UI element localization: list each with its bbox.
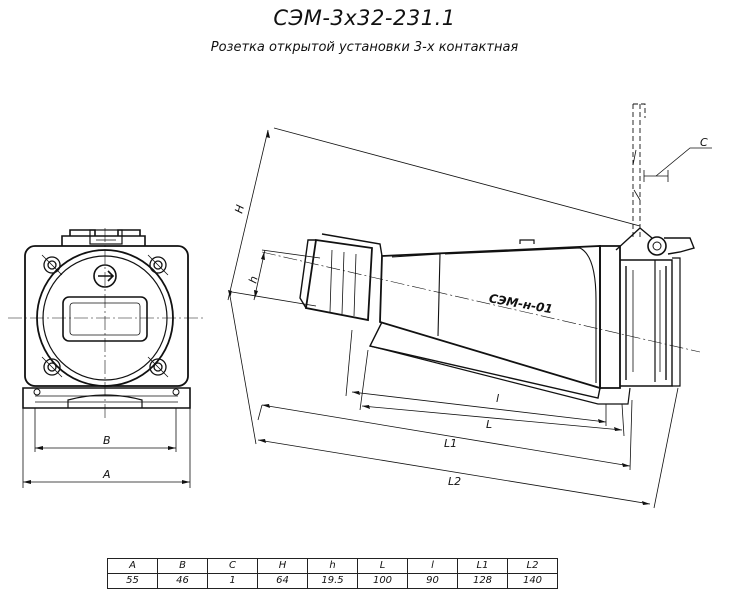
table-value-cell: 100 bbox=[357, 573, 408, 589]
cable-gland bbox=[304, 238, 373, 322]
side-view-mount-plate bbox=[599, 245, 621, 389]
body-marking: СЭМ-н-01 bbox=[488, 291, 554, 316]
table-value-cell: 140 bbox=[507, 573, 558, 589]
corner-screws bbox=[41, 254, 169, 378]
dim-L-line bbox=[359, 349, 625, 437]
table-value-cell: 1 bbox=[207, 573, 258, 589]
drawing-subtitle: Розетка открытой установки 3-х контактна… bbox=[210, 40, 519, 55]
front-view-base bbox=[22, 387, 191, 409]
table-value-cell: 46 bbox=[157, 573, 208, 589]
table-value-cell: 64 bbox=[257, 573, 308, 589]
table-header-cell: L bbox=[357, 558, 408, 574]
table-header-cell: L2 bbox=[507, 558, 558, 574]
dim-A-line bbox=[22, 408, 191, 488]
drawing-title: СЭМ-3х32-231.1 bbox=[273, 6, 456, 30]
dim-label-H: H bbox=[232, 203, 247, 214]
earth-symbol-icon bbox=[93, 264, 117, 288]
dim-L1-line bbox=[257, 399, 633, 471]
dim-label-L1: L1 bbox=[444, 437, 457, 450]
dimension-table-header-row: A B C H h L l L1 L2 bbox=[107, 558, 558, 574]
dimension-table-value-row: 55 46 1 64 19.5 100 90 128 140 bbox=[107, 573, 558, 589]
table-value-cell: 90 bbox=[407, 573, 458, 589]
lid-hinge bbox=[647, 236, 667, 256]
table-value-cell: 55 bbox=[107, 573, 158, 589]
dim-B-line bbox=[34, 408, 177, 452]
table-value-cell: 19.5 bbox=[307, 573, 358, 589]
lid-open-position bbox=[632, 103, 646, 240]
table-header-cell: L1 bbox=[457, 558, 508, 574]
dim-label-C: C bbox=[700, 136, 708, 149]
front-view-centerline bbox=[8, 228, 205, 420]
lid-latch bbox=[664, 237, 695, 255]
table-value-cell: 128 bbox=[457, 573, 508, 589]
front-view bbox=[8, 228, 205, 488]
dim-L2-line bbox=[229, 295, 679, 509]
dim-H-line bbox=[227, 127, 641, 307]
side-view-body bbox=[379, 245, 601, 390]
dim-label-L2: L2 bbox=[448, 475, 461, 488]
table-header-cell: A bbox=[107, 558, 158, 574]
table-header-cell: B bbox=[157, 558, 208, 574]
table-header-cell: C bbox=[207, 558, 258, 574]
table-header-cell: H bbox=[257, 558, 308, 574]
dim-label-B: B bbox=[103, 434, 111, 447]
dim-l-line bbox=[345, 329, 607, 426]
dim-label-L: L bbox=[486, 418, 492, 431]
side-view: СЭМ-н-01 bbox=[227, 103, 712, 509]
dim-label-A: A bbox=[102, 468, 111, 481]
table-header-cell: h bbox=[307, 558, 358, 574]
dimension-table: A B C H h L l L1 L2 55 46 1 64 19.5 100 … bbox=[107, 558, 558, 589]
mount-hole-right bbox=[172, 388, 180, 396]
dim-label-l: l bbox=[496, 392, 499, 405]
table-header-cell: l bbox=[407, 558, 458, 574]
side-view-centerline bbox=[261, 251, 701, 353]
dim-label-h: h bbox=[246, 275, 260, 285]
mount-hole-left bbox=[33, 388, 41, 396]
dim-C-line bbox=[643, 147, 712, 182]
